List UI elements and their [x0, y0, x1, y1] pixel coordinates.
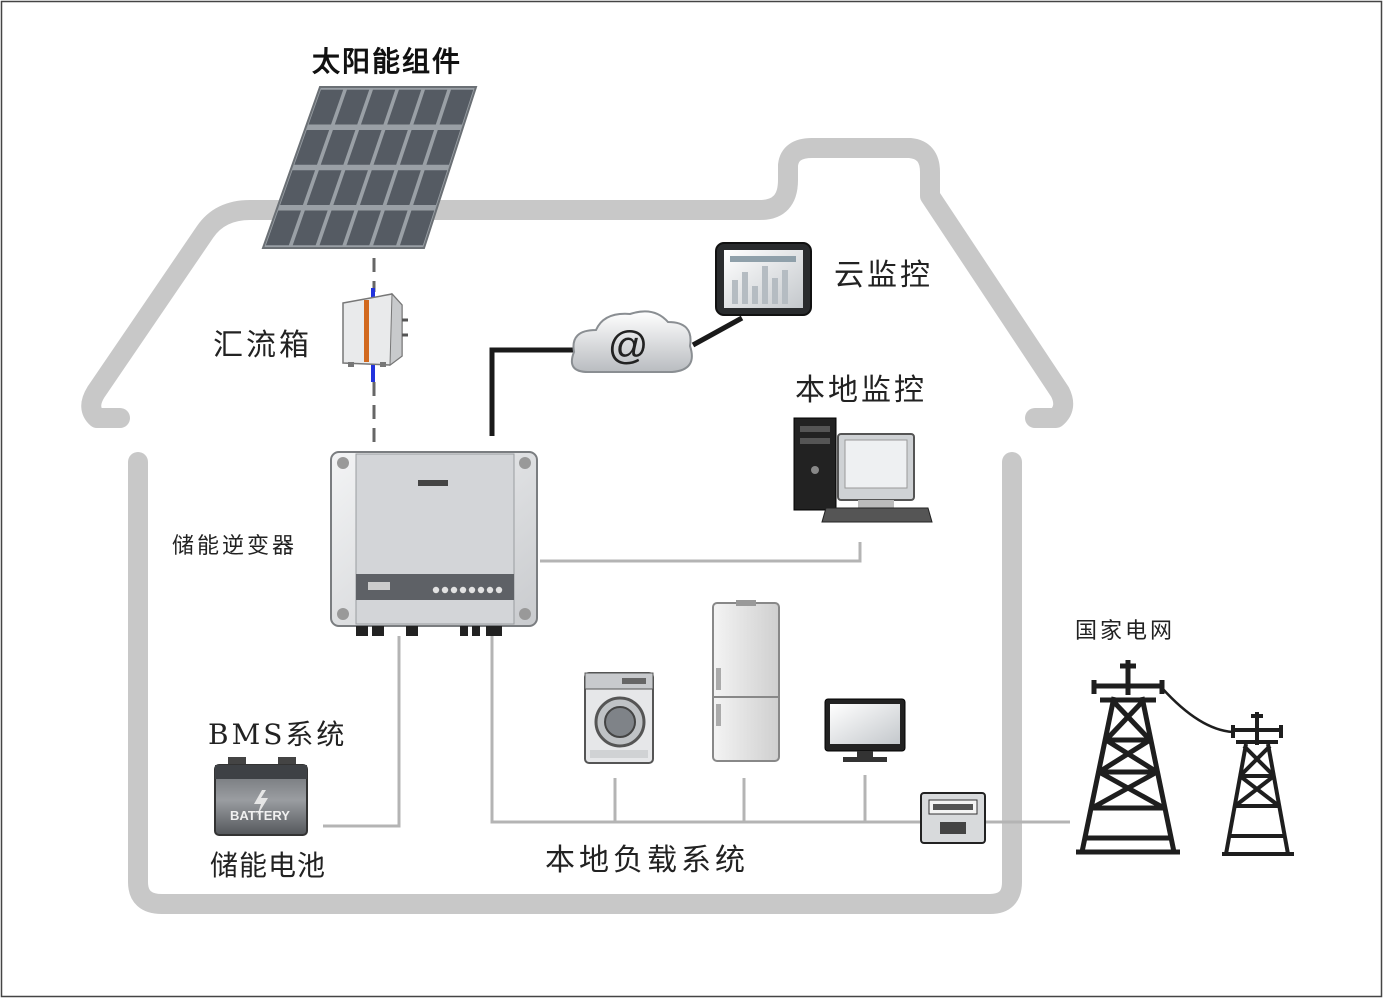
solar-cell: [320, 129, 356, 165]
solar-cell: [360, 89, 396, 125]
inverter-indicator-light: [459, 586, 467, 594]
inverter-indicator-light: [477, 586, 485, 594]
solar-cell: [439, 89, 474, 125]
inverter-indicator-light: [486, 586, 494, 594]
solar-panel-icon: [261, 86, 478, 249]
cloud-icon: [570, 310, 693, 373]
battery-icon: [214, 757, 308, 836]
television-icon: [824, 698, 906, 762]
solar-cell: [426, 129, 461, 165]
power-line: [1161, 687, 1234, 734]
solar-cell: [280, 170, 316, 206]
transmission-towers-icon: [1076, 660, 1294, 856]
local-monitor-label: 本地监控: [795, 373, 927, 408]
cloud-to-tablet-wire: [691, 315, 744, 348]
solar-panel-label: 太阳能组件: [312, 45, 463, 78]
combiner-box-icon: [342, 288, 408, 382]
solar-cell: [373, 129, 408, 165]
cloud-monitor-label: 云监控: [834, 258, 933, 293]
inverter-buttons: [432, 586, 503, 594]
inverter-to-battery-wire: [323, 636, 401, 828]
solar-cell: [294, 129, 330, 165]
solar-cell: [265, 210, 302, 246]
solar-cell: [399, 210, 435, 246]
solar-cell: [347, 129, 382, 165]
washing-machine-icon: [584, 672, 654, 764]
solar-cell: [387, 89, 422, 125]
grid-label: 国家电网: [1075, 619, 1176, 644]
desktop-pc-icon: [793, 417, 933, 523]
solar-cell: [346, 210, 381, 246]
inverter-label: 储能逆变器: [172, 534, 298, 559]
inverter-indicator-light: [468, 586, 476, 594]
solar-cells: [265, 89, 474, 246]
battery-storage-label: 储能电池: [210, 849, 327, 882]
solar-cell: [308, 89, 344, 125]
combiner-box-label: 汇流箱: [213, 328, 312, 363]
solar-cell: [319, 210, 355, 246]
solar-cell: [359, 170, 395, 206]
solar-cell: [386, 170, 421, 206]
bms-label: BMS系统: [208, 718, 348, 751]
solar-cell: [399, 129, 435, 165]
solar-cell: [373, 210, 408, 246]
cloud-at-symbol: @: [608, 324, 649, 368]
internet-wire: [489, 347, 576, 436]
solar-cell: [413, 170, 448, 206]
local-load-label: 本地负载系统: [545, 843, 749, 878]
inverter-indicator-light: [450, 586, 458, 594]
electric-meter-icon: [920, 792, 986, 844]
wires: [323, 258, 1070, 828]
solar-cell: [292, 210, 328, 246]
refrigerator-icon: [712, 600, 780, 762]
tablet-icon: [715, 242, 812, 316]
house-outline: [81, 138, 1074, 914]
solar-cell: [306, 170, 342, 206]
solar-cell: [413, 89, 448, 125]
solar-cell: [333, 170, 368, 206]
inverter-indicator-light: [495, 586, 503, 594]
battery-label: BATTERY: [230, 808, 290, 823]
tower-small: [1222, 712, 1294, 856]
inverter-indicator-light: [432, 586, 440, 594]
load-bus-wire: [490, 636, 1070, 824]
solar-cell: [334, 89, 370, 125]
inverter-indicator-light: [441, 586, 449, 594]
inverter-to-pc-wire: [540, 542, 862, 563]
inverter-icon: [330, 451, 538, 636]
tower-large: [1076, 660, 1180, 855]
